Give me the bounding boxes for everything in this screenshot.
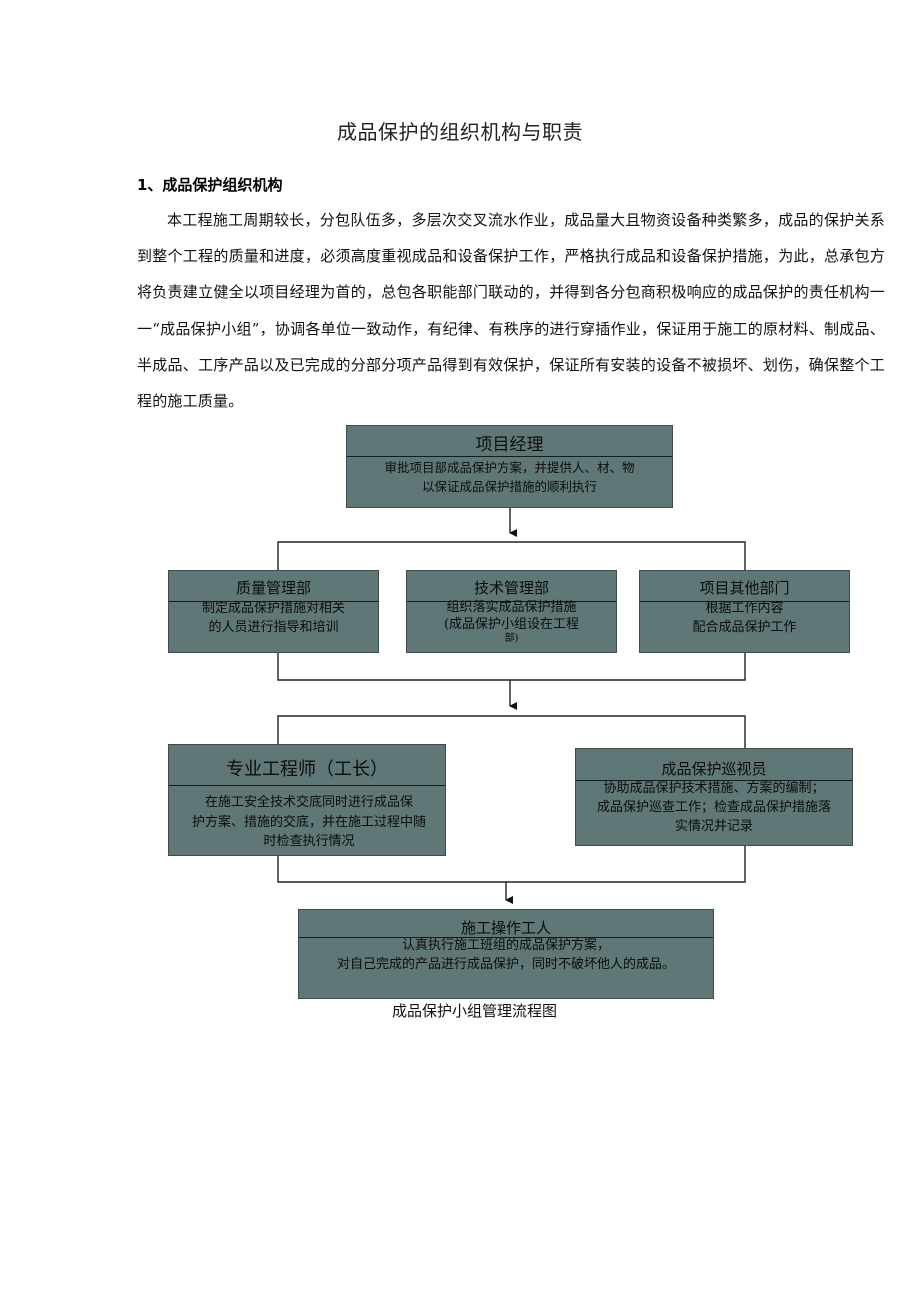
box-workers: 施工操作工人 认真执行施工班组的成品保护方案， 对自己完成的产品进行成品保护，同…	[298, 909, 714, 999]
box-other-dept: 项目其他部门 根据工作内容 配合成品保护工作	[639, 570, 850, 653]
box-project-manager-title: 项目经理	[475, 435, 544, 455]
box-quality-dept: 质量管理部 制定成品保护措施对相关 的人员进行指导和培训	[168, 570, 379, 653]
box-inspector: 成品保护巡视员 协助成品保护技术措施、方案的编制； 成品保护巡查工作；检查成品保…	[575, 748, 853, 846]
box-tech-dept: 技术管理部 组织落实成品保护措施 (成品保护小组设在工程 部)	[406, 570, 617, 653]
bracket-bottom-staff	[277, 846, 746, 883]
box-project-manager-line-1: 审批项目部成品保护方案，并提供人、材、物	[384, 460, 635, 475]
section-heading: 1、成品保护组织机构	[137, 176, 283, 194]
box-inspector-line-1: 协助成品保护技术措施、方案的编制；	[603, 781, 825, 796]
box-engineer-line-1: 在施工安全技术交底同时进行成品保	[204, 795, 413, 810]
box-divider	[576, 780, 852, 782]
box-inspector-title: 成品保护巡视员	[661, 760, 767, 778]
box-quality-dept-line-1: 制定成品保护措施对相关	[201, 601, 345, 616]
box-divider	[640, 601, 849, 603]
body-paragraph: 本工程施工周期较长，分包队伍多，多层次交叉流水作业，成品量大且物资设备种类繁多，…	[137, 211, 885, 411]
bracket-top-staff	[277, 715, 746, 748]
box-tech-dept-line-3: 部)	[504, 633, 519, 644]
bracket-bottom-depts	[277, 652, 746, 681]
box-other-dept-line-2: 配合成品保护工作	[692, 620, 797, 635]
box-divider	[299, 937, 713, 939]
box-project-manager-line-2: 以保证成品保护措施的顺利执行	[421, 479, 597, 494]
box-engineer-line-2: 护方案、措施的交底，并在施工过程中随	[191, 814, 426, 830]
box-divider	[169, 601, 378, 603]
box-tech-dept-line-2: (成品保护小组设在工程	[443, 617, 580, 632]
box-engineer-line-3: 时检查执行情况	[263, 834, 355, 849]
flowchart-caption: 成品保护小组管理流程图	[392, 1002, 558, 1020]
bracket-top-depts	[277, 541, 746, 570]
box-workers-title: 施工操作工人	[460, 919, 551, 937]
box-engineer: 专业工程师（工长） 在施工安全技术交底同时进行成品保 护方案、措施的交底，并在施…	[168, 744, 446, 856]
flowchart-caption-wrap: 成品保护小组管理流程图	[300, 1000, 670, 1021]
box-inspector-line-3: 实情况并记录	[674, 819, 753, 834]
document-title: 成品保护的组织机构与职责	[337, 120, 583, 144]
box-quality-dept-line-2: 的人员进行指导和培训	[208, 620, 339, 635]
box-tech-dept-line-1: 组织落实成品保护措施	[446, 600, 577, 615]
box-quality-dept-title: 质量管理部	[235, 579, 311, 597]
box-inspector-line-2: 成品保护巡查工作；检查成品保护措施落	[596, 800, 831, 815]
box-other-dept-title: 项目其他部门	[699, 579, 790, 597]
box-divider	[347, 456, 672, 458]
box-workers-line-2: 对自己完成的产品进行成品保护，同时不破坏他人的成品。	[336, 957, 675, 972]
box-workers-line-1: 认真执行施工班组的成品保护方案，	[401, 938, 610, 953]
box-divider	[169, 785, 445, 787]
box-divider	[407, 601, 616, 603]
box-tech-dept-title: 技术管理部	[473, 579, 549, 597]
box-other-dept-line-1: 根据工作内容	[705, 601, 784, 616]
box-project-manager: 项目经理 审批项目部成品保护方案，并提供人、材、物 以保证成品保护措施的顺利执行	[346, 425, 673, 508]
box-engineer-title: 专业工程师（工长）	[226, 759, 388, 780]
